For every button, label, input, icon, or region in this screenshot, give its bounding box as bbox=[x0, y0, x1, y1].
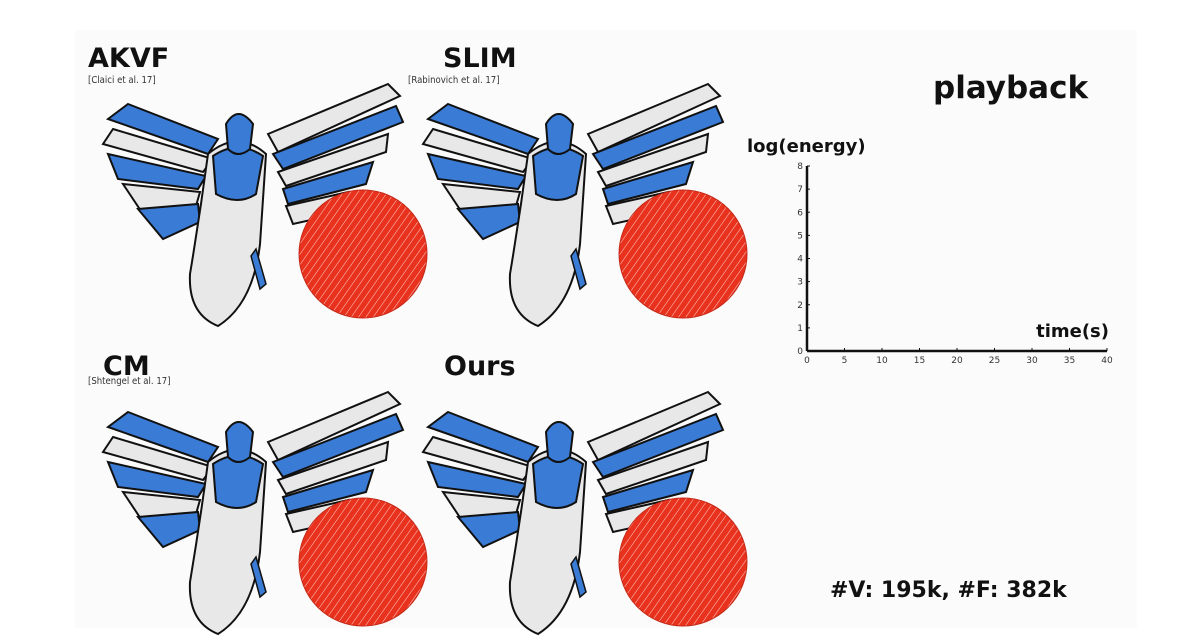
y-axis-label: log(energy) bbox=[747, 136, 866, 157]
method-citation: [Shtengel et al. 17] bbox=[88, 376, 171, 387]
x-axis-label: time(s) bbox=[1036, 321, 1109, 342]
bird-mesh-render bbox=[101, 390, 428, 636]
x-tick-label: 5 bbox=[842, 356, 848, 366]
y-tick-label: 7 bbox=[797, 185, 803, 195]
y-tick-label: 1 bbox=[797, 324, 803, 334]
panel-slim: SLIM [Rabinovich et al. 17] bbox=[408, 44, 758, 334]
x-tick-label: 40 bbox=[1101, 356, 1113, 366]
mesh-stats: #V: 195k, #F: 382k bbox=[830, 578, 1067, 603]
method-title: SLIM bbox=[443, 43, 517, 74]
panel-akvf: AKVF [Claici et al. 17] bbox=[88, 44, 438, 334]
bird-mesh bbox=[101, 82, 405, 328]
energy-chart: log(energy) 0 5 10 15 20 25 30 35 40 0 1 2 3 4 5 6 7 8 time… bbox=[747, 136, 1113, 366]
bird-mesh-render bbox=[101, 82, 428, 328]
bird-mesh bbox=[421, 390, 725, 636]
x-tick-label: 20 bbox=[951, 356, 963, 366]
y-tick-label: 2 bbox=[797, 301, 803, 311]
bird-mesh-render bbox=[421, 82, 748, 328]
method-citation: [Rabinovich et al. 17] bbox=[408, 75, 500, 86]
method-title: AKVF bbox=[88, 43, 170, 74]
uv-parameterization-disk bbox=[618, 497, 748, 627]
panel-ours: Ours bbox=[408, 352, 758, 642]
x-tick-label: 0 bbox=[804, 356, 810, 366]
method-title: CM bbox=[103, 351, 150, 382]
playback-label: playback bbox=[933, 70, 1089, 106]
bird-mesh-render bbox=[421, 390, 748, 636]
y-tick-label: 5 bbox=[797, 231, 803, 241]
x-tick-label: 15 bbox=[914, 356, 925, 366]
x-tick-label: 25 bbox=[989, 356, 1000, 366]
x-tick-label: 35 bbox=[1064, 356, 1075, 366]
y-tick-label: 8 bbox=[797, 162, 803, 172]
uv-parameterization-disk bbox=[298, 189, 428, 319]
x-tick-label: 30 bbox=[1026, 356, 1038, 366]
method-citation: [Claici et al. 17] bbox=[88, 75, 156, 86]
y-tick-label: 4 bbox=[797, 255, 803, 265]
x-tick-label: 10 bbox=[876, 356, 888, 366]
y-tick-label: 6 bbox=[797, 208, 803, 218]
bird-mesh bbox=[101, 390, 405, 636]
y-tick-label: 3 bbox=[797, 278, 803, 288]
uv-parameterization-disk bbox=[298, 497, 428, 627]
bird-mesh bbox=[421, 82, 725, 328]
method-title: Ours bbox=[444, 351, 516, 382]
y-tick-label: 0 bbox=[797, 347, 803, 357]
panel-cm: CM [Shtengel et al. 17] bbox=[88, 352, 438, 642]
uv-parameterization-disk bbox=[618, 189, 748, 319]
